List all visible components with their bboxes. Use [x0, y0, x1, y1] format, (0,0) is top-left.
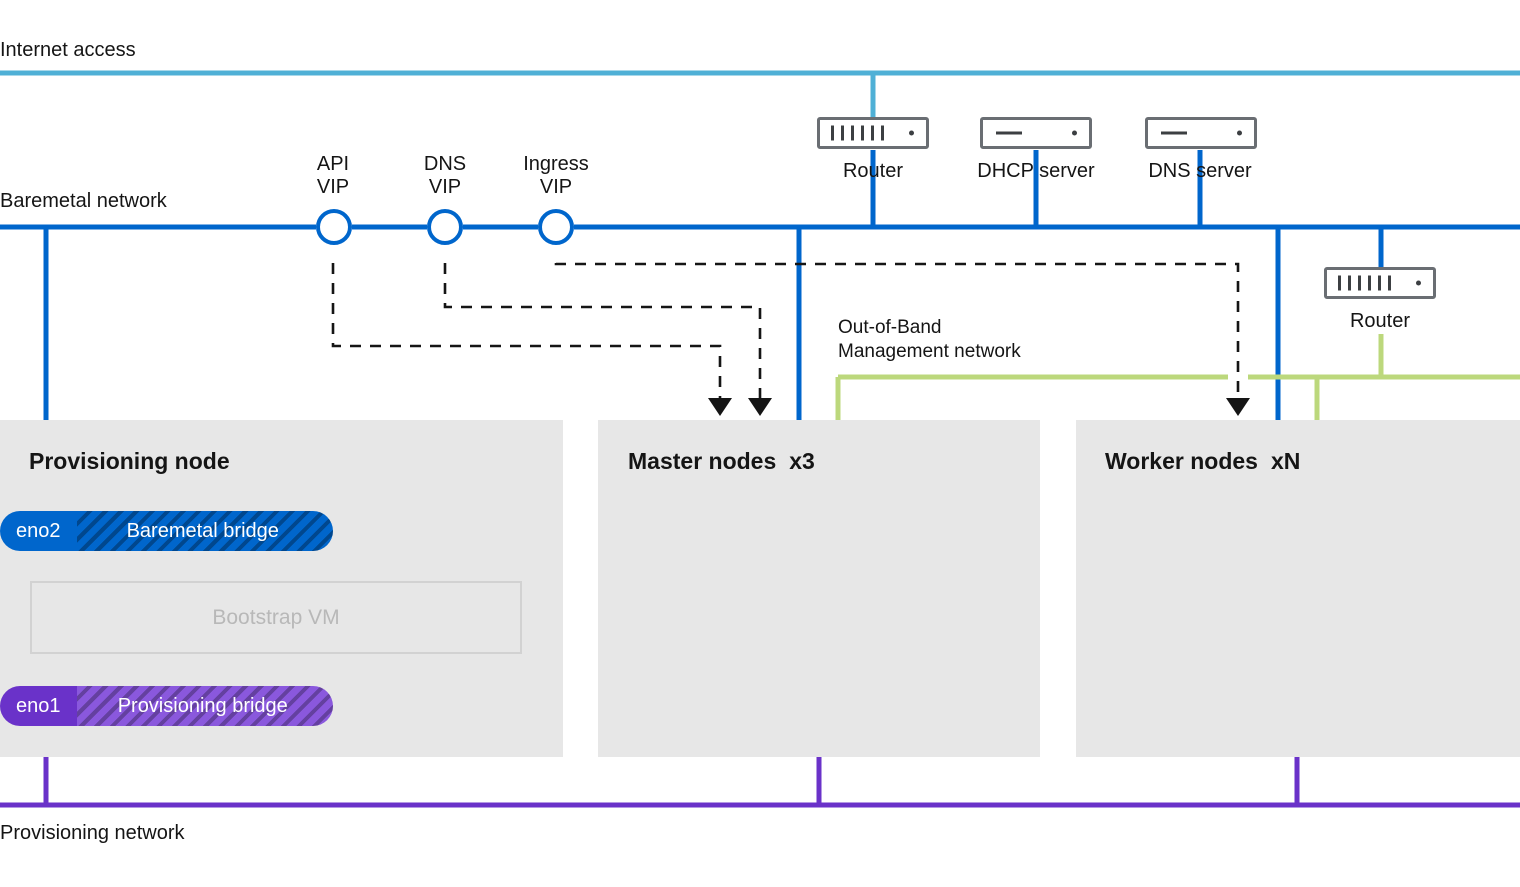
router-ports	[831, 125, 884, 141]
network-label-oob: Out-of-Band Management network	[838, 317, 1021, 363]
node-title-master: Master nodes x3	[628, 448, 815, 475]
node-count-worker: xN	[1270, 448, 1301, 474]
ingress-vip-flow	[554, 262, 1240, 398]
interface-pill-eno2[interactable]: eno2 Baremetal bridge	[0, 511, 333, 551]
circle-node-icon-dns-vip[interactable]	[427, 209, 463, 245]
vip-label-ingress: Ingress VIP	[523, 153, 589, 198]
bootstrap-vm-box: Bootstrap VM	[30, 581, 522, 654]
device-label-dhcp-server: DHCP server	[977, 160, 1095, 182]
bridge-label-baremetal: Baremetal bridge	[76, 511, 333, 551]
router-ports	[1338, 275, 1391, 291]
device-label-dns-server: DNS server	[1148, 160, 1252, 182]
server-icon-dhcp[interactable]	[980, 117, 1092, 149]
server-slot	[1161, 131, 1187, 135]
vip-label-dns: DNS VIP	[423, 153, 467, 198]
provisioning-network-line	[0, 710, 1520, 808]
router-status-dot	[1416, 280, 1421, 286]
internet-network-line	[0, 70, 1520, 118]
nic-label-eno1: eno1	[0, 686, 77, 726]
server-slot	[996, 131, 1022, 135]
oob-management-network-line	[835, 334, 1520, 420]
router-icon-2[interactable]	[1324, 267, 1436, 299]
server-status-dot	[1072, 130, 1077, 136]
vip-label-api: API VIP	[316, 153, 350, 198]
server-status-dot	[1237, 130, 1242, 136]
network-label-internet: Internet access	[0, 39, 136, 61]
node-title-worker-label: Worker nodes	[1105, 448, 1258, 474]
baremetal-network-line	[0, 150, 1520, 535]
router-status-dot	[909, 130, 914, 136]
api-vip-flow	[331, 263, 722, 398]
server-icon-dns[interactable]	[1145, 117, 1257, 149]
node-title-master-label: Master nodes	[628, 448, 777, 474]
node-box-master	[598, 420, 1040, 757]
node-count-master: x3	[789, 448, 815, 474]
device-label-router-2: Router	[1349, 310, 1411, 332]
circle-node-icon-api-vip[interactable]	[316, 209, 352, 245]
network-label-baremetal: Baremetal network	[0, 190, 167, 212]
dns-vip-flow	[443, 263, 762, 398]
node-title-worker: Worker nodes xN	[1105, 448, 1300, 475]
node-box-worker	[1076, 420, 1520, 757]
router-icon-1[interactable]	[817, 117, 929, 149]
circle-node-icon-ingress-vip[interactable]	[538, 209, 574, 245]
nic-label-eno2: eno2	[0, 511, 77, 551]
vip-flow-arrowheads	[708, 398, 1250, 416]
bridge-label-provisioning: Provisioning bridge	[76, 686, 333, 726]
node-title-provisioning: Provisioning node	[29, 448, 230, 474]
device-label-router-1: Router	[842, 160, 904, 182]
interface-pill-eno1[interactable]: eno1 Provisioning bridge	[0, 686, 333, 726]
bootstrap-vm-label: Bootstrap VM	[212, 605, 340, 629]
network-label-provisioning: Provisioning network	[0, 822, 185, 844]
